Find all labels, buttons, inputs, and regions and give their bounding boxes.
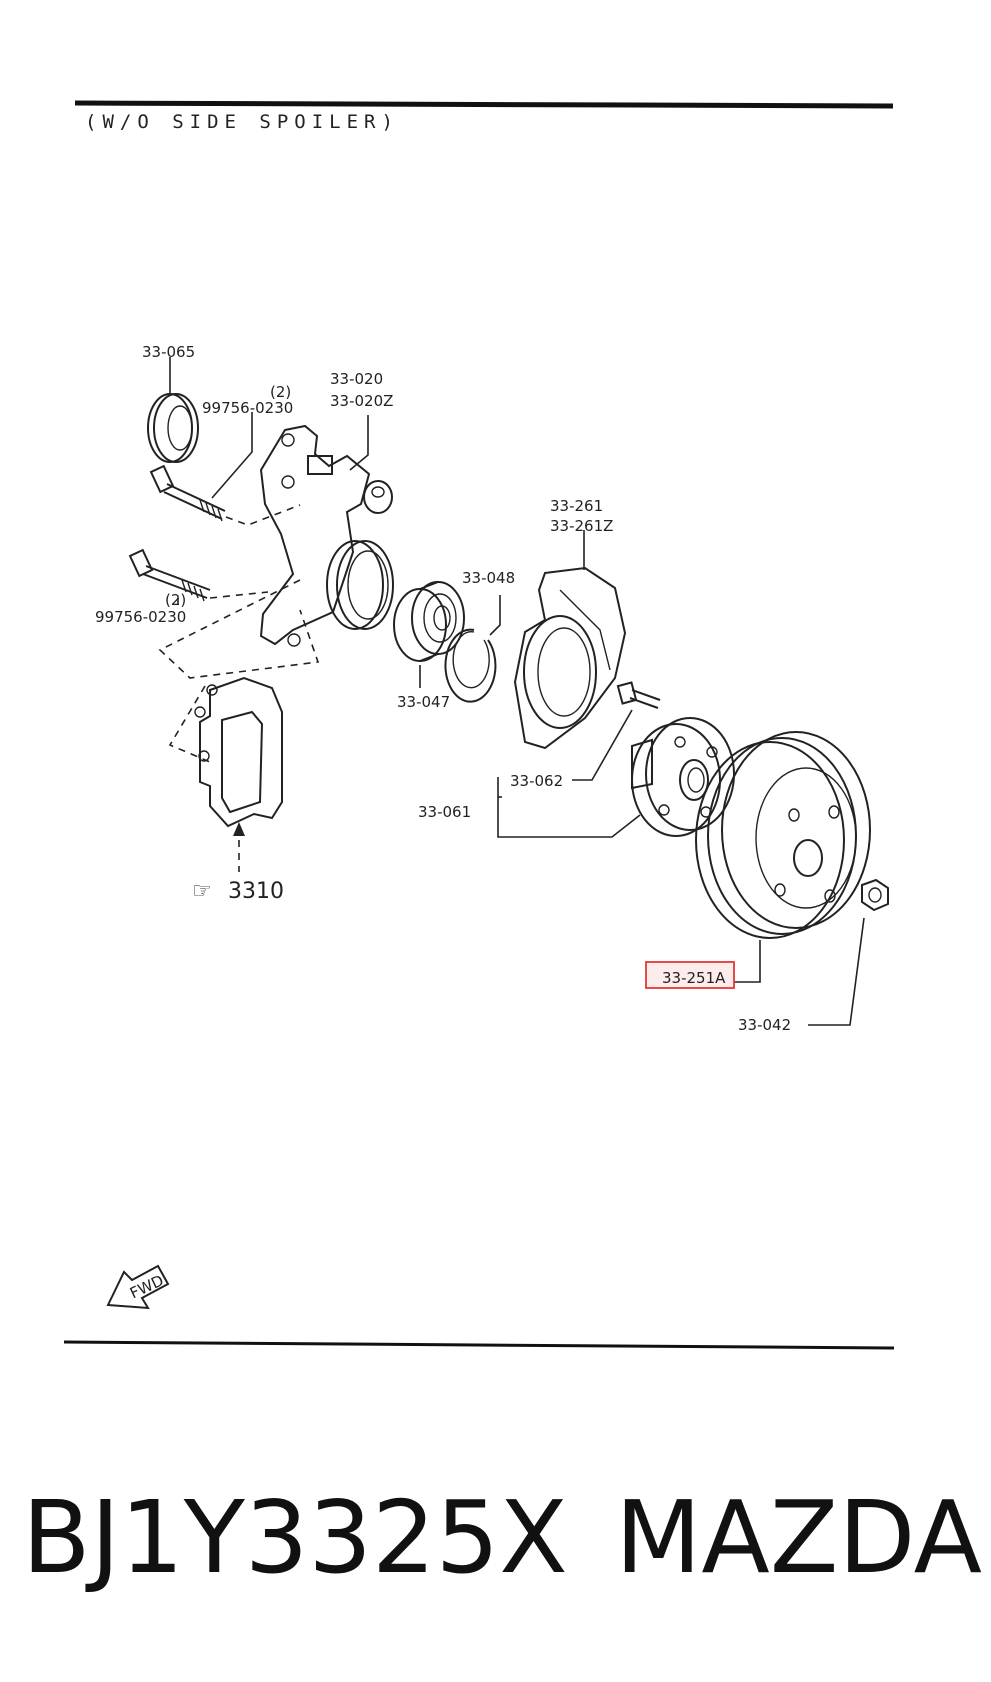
- label-33-047: 33-047: [397, 693, 450, 711]
- brake-caliper-3310: [194, 676, 283, 872]
- label-33-042: 33-042: [738, 1016, 791, 1034]
- wheel-hub-33-061: [497, 717, 735, 838]
- footer-part-number: BJ1Y3325X: [22, 1479, 568, 1596]
- bolt-upper-99756-0230: [149, 412, 301, 526]
- footer: BJ1Y3325X MAZDA: [22, 1488, 982, 1618]
- label-33-020: 33-020: [330, 370, 383, 388]
- label-99756-lower: 99756-0230: [95, 608, 186, 626]
- wheel-bearing-33-047: [393, 581, 465, 688]
- label-33-061: 33-061: [418, 803, 471, 821]
- label-33-251a: 33-251A: [662, 969, 726, 987]
- bottom-rule: [63, 1340, 895, 1350]
- label-33-020z: 33-020Z: [330, 392, 393, 410]
- label-33-065: 33-065: [142, 343, 195, 361]
- label-99756-upper: 99756-0230: [202, 399, 293, 417]
- top-rule: [74, 100, 894, 109]
- hand-pointer-icon: ☞: [192, 879, 212, 904]
- fwd-arrow-icon: FWD: [106, 1264, 170, 1310]
- label-33-261: 33-261: [550, 497, 603, 515]
- wheel-nut-33-042: [808, 878, 889, 1026]
- bolt-lower-99756-0230: [128, 548, 269, 605]
- svg-text:FWD: FWD: [127, 1271, 166, 1302]
- label-3310: 3310: [228, 879, 284, 904]
- snap-ring-33-048: [444, 595, 501, 703]
- highlight-box-33-251a: [645, 961, 735, 989]
- label-33-062: 33-062: [510, 772, 563, 790]
- dust-shield-33-261: [513, 530, 627, 750]
- label-99756-qty-upper: (2): [270, 383, 291, 401]
- label-33-261z: 33-261Z: [550, 517, 613, 535]
- oil-seal-33-065: [147, 357, 199, 463]
- footer-brand: MAZDA: [615, 1479, 982, 1596]
- header-condition: (W/O SIDE SPOILER): [85, 111, 399, 133]
- hub-bolt-33-062: [572, 681, 661, 781]
- brake-disc-33-251a: [695, 731, 871, 983]
- label-99756-qty-lower: (2): [165, 591, 186, 609]
- label-33-048: 33-048: [462, 569, 515, 587]
- steering-knuckle-33-020: [259, 415, 394, 647]
